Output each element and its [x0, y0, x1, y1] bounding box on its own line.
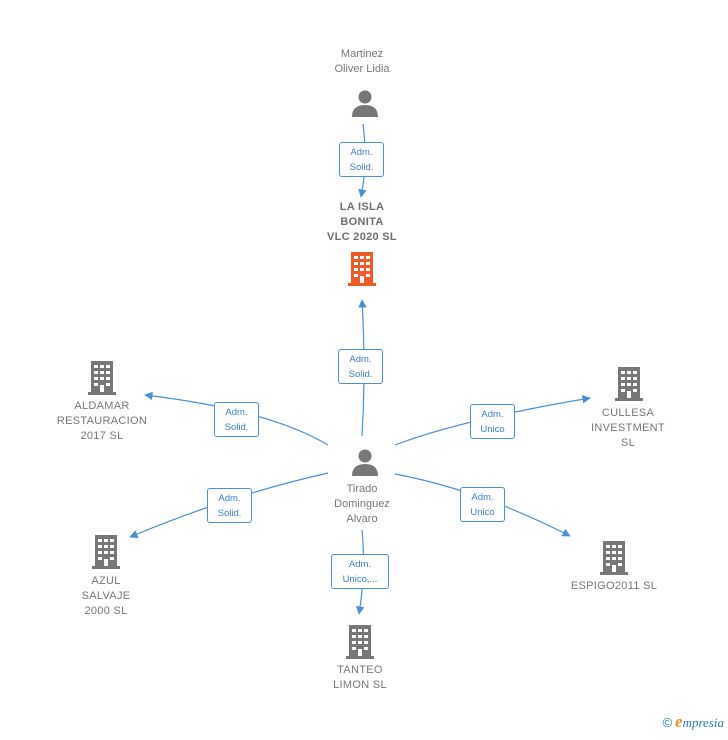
building-icon[interactable] [90, 535, 122, 569]
node-label-tanteo[interactable]: TANTEO LIMON SL [333, 664, 387, 691]
edge-label-tirado-cullesa: Adm. Unico [470, 404, 515, 439]
edge-label-tirado-azul: Adm. Solid. [207, 488, 252, 523]
edge-label-tirado-la-isla: Adm. Solid. [338, 349, 383, 384]
node-label-cullesa[interactable]: CULLESA INVESTMENT SL [591, 407, 665, 449]
node-label-tirado[interactable]: Tirado Dominguez Alvaro [334, 483, 390, 525]
building-icon[interactable] [346, 252, 378, 286]
building-icon[interactable] [344, 625, 376, 659]
building-icon[interactable] [598, 541, 630, 575]
building-icon[interactable] [86, 361, 118, 395]
edge-label-tirado-aldamar: Adm. Solid. [214, 402, 259, 437]
edge-label-martinez-la-isla: Adm. Solid. [339, 142, 384, 177]
brand-logo-initial: e [675, 712, 683, 731]
node-label-la-isla[interactable]: LA ISLA BONITA VLC 2020 SL [327, 201, 397, 243]
node-label-azul[interactable]: AZUL SALVAJE 2000 SL [81, 575, 131, 617]
node-label-aldamar[interactable]: ALDAMAR RESTAURACION 2017 SL [56, 400, 148, 442]
person-icon[interactable] [350, 447, 380, 477]
copyright-icon: © [662, 715, 673, 730]
node-label-martinez[interactable]: Martinez Oliver Lidia [334, 48, 390, 75]
edge-label-tirado-espigo: Adm. Unico [460, 487, 505, 522]
brand-footer[interactable]: ©empresia [662, 712, 724, 732]
person-icon[interactable] [350, 88, 380, 118]
edge-label-tirado-tanteo: Adm. Unico,... [331, 554, 389, 589]
brand-logo-text: mpresia [682, 715, 724, 730]
building-icon[interactable] [613, 367, 645, 401]
node-label-espigo[interactable]: ESPIGO2011 SL [570, 580, 658, 592]
